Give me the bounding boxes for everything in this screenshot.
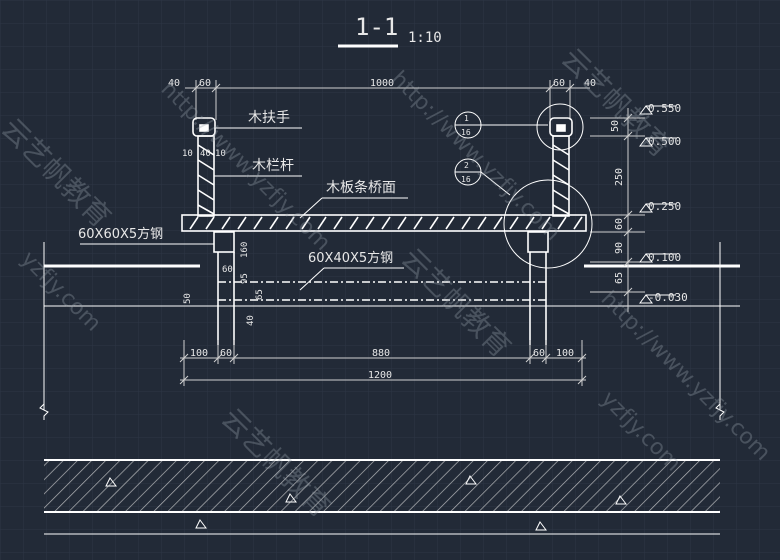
elev-0550: 0.550 bbox=[648, 102, 681, 115]
dim-v-65: 65 bbox=[255, 289, 265, 300]
elev-0250: 0.250 bbox=[648, 200, 681, 213]
section-title: 1-1 1:10 bbox=[338, 13, 442, 48]
label-deck: 木板条桥面 bbox=[326, 179, 396, 196]
dim-r-60: 60 bbox=[614, 218, 625, 230]
top-dimension-line bbox=[185, 80, 590, 120]
dim-top-60-right: 60 bbox=[553, 78, 565, 89]
label-leaders bbox=[80, 127, 408, 291]
detail-2-num: 2 bbox=[464, 161, 469, 170]
ground-lines bbox=[43, 242, 740, 410]
dim-v-160: 160 bbox=[240, 242, 250, 258]
section-title-text: 1-1 bbox=[355, 13, 398, 41]
dim-v-60: 60 bbox=[222, 265, 233, 275]
dim-v-50: 50 bbox=[183, 293, 193, 304]
dim-v-95: 95 bbox=[240, 273, 250, 284]
label-handrail: 木扶手 bbox=[248, 110, 290, 126]
dim-b-60-right: 60 bbox=[533, 348, 545, 359]
dim-b-880: 880 bbox=[372, 348, 390, 359]
dim-v-40: 40 bbox=[246, 315, 256, 326]
dim-r-65: 65 bbox=[614, 272, 625, 284]
detail-2-sheet: 16 bbox=[461, 175, 471, 184]
dim-left-40: 40 bbox=[200, 149, 211, 159]
dim-b-100-left: 100 bbox=[190, 348, 208, 359]
dim-top-1000: 1000 bbox=[370, 78, 394, 89]
post-left bbox=[192, 117, 216, 217]
detail-1-num: 1 bbox=[464, 114, 469, 123]
detail-callout-1 bbox=[454, 103, 584, 151]
dim-r-50: 50 bbox=[610, 120, 621, 132]
deck-board bbox=[181, 214, 587, 232]
elev-0100: 0.100 bbox=[648, 251, 681, 264]
dim-top-40-right: 40 bbox=[584, 78, 596, 89]
right-vertical-dims bbox=[590, 108, 645, 312]
dim-left-10a: 10 bbox=[182, 149, 193, 159]
elev-neg0030: -0.030 bbox=[648, 291, 688, 304]
dim-b-100-right: 100 bbox=[556, 348, 574, 359]
dim-r-90: 90 bbox=[614, 242, 625, 254]
elev-0500: 0.500 bbox=[648, 135, 681, 148]
dim-r-250: 250 bbox=[614, 168, 625, 186]
dim-top-60-left: 60 bbox=[199, 78, 211, 89]
section-scale-text: 1:10 bbox=[408, 30, 442, 46]
dim-top-40-left: 40 bbox=[168, 78, 180, 89]
label-steel-main: 60X60X5方钢 bbox=[78, 226, 163, 242]
label-steel-sec: 60X40X5方钢 bbox=[308, 250, 393, 266]
bottom-dimension-lines bbox=[179, 340, 587, 386]
break-lines bbox=[39, 402, 725, 420]
label-baluster: 木栏杆 bbox=[252, 158, 294, 174]
dim-b-60-left: 60 bbox=[220, 348, 232, 359]
elevation-marks bbox=[639, 105, 676, 304]
dim-b-1200: 1200 bbox=[368, 370, 392, 381]
dim-left-10b: 10 bbox=[215, 149, 226, 159]
detail-callout-2 bbox=[454, 158, 593, 269]
detail-1-sheet: 16 bbox=[461, 128, 471, 137]
concrete-slab bbox=[44, 459, 720, 535]
